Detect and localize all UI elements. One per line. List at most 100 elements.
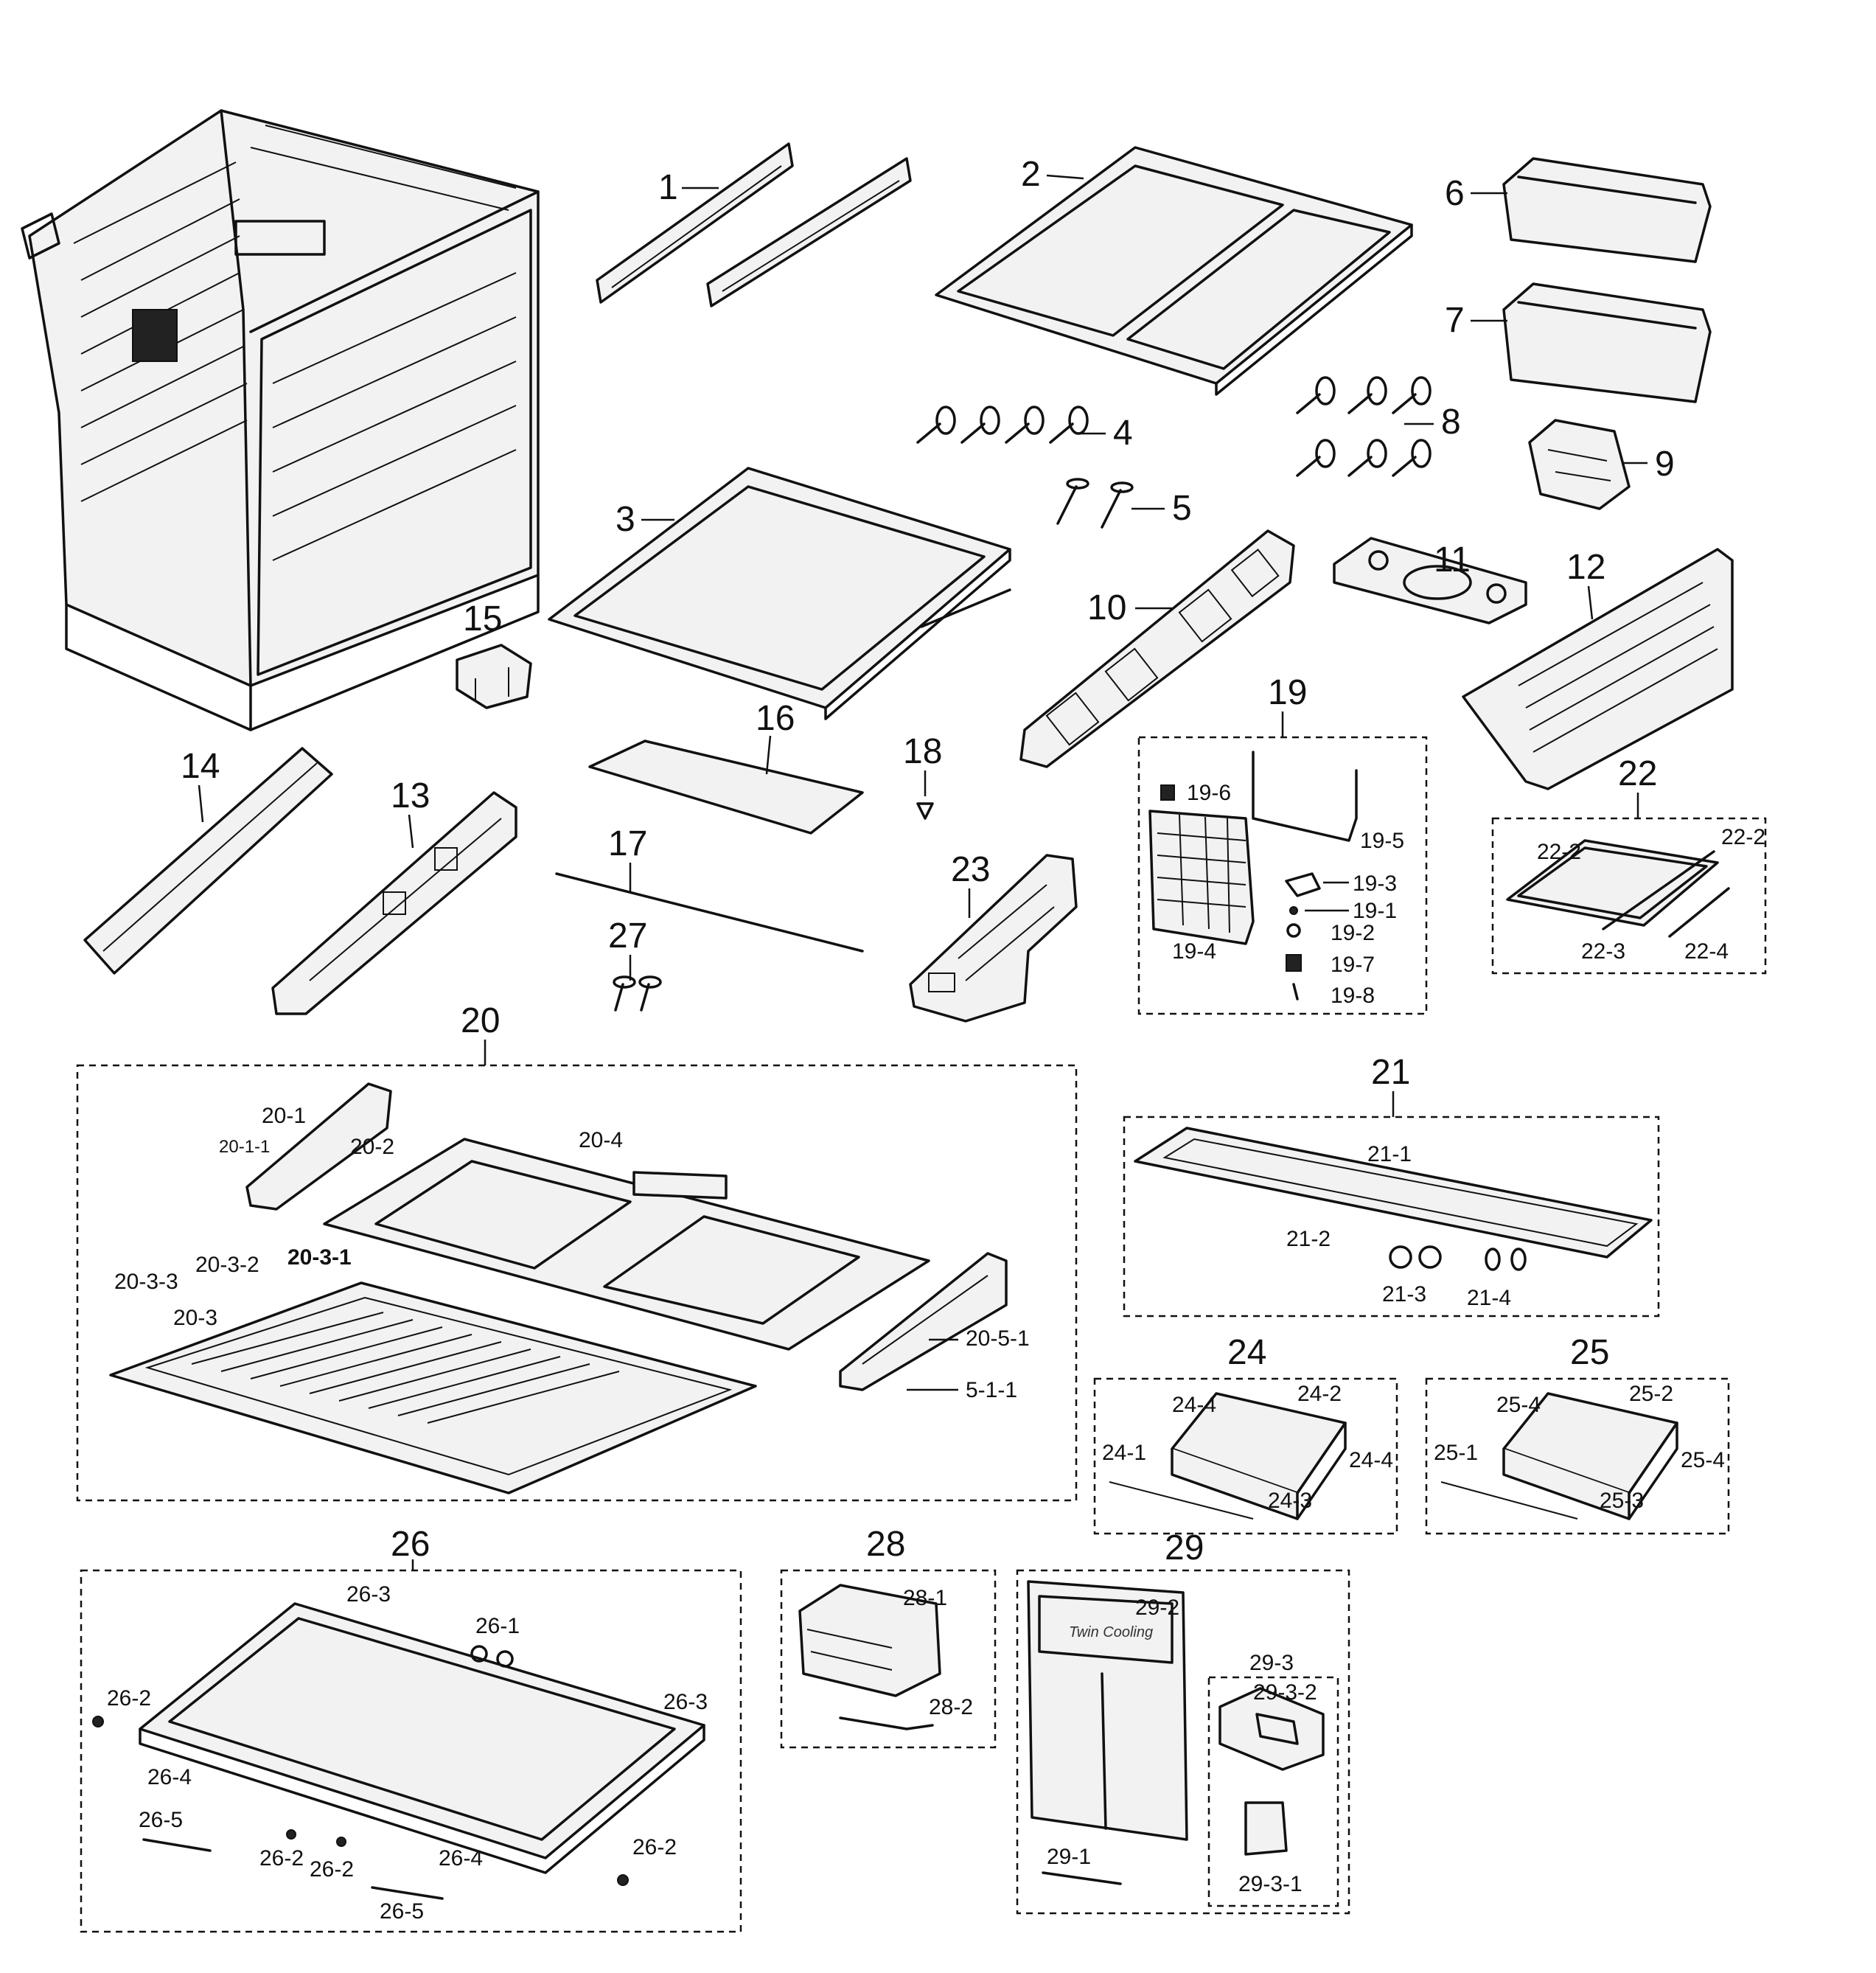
label-1: 1 (658, 168, 678, 207)
part-14-rail (83, 747, 333, 975)
label-20-5-1: 20-5-1 (966, 1326, 1030, 1351)
part-19-assembly (1148, 751, 1358, 1001)
cabinet-body (21, 109, 540, 731)
part-8-pins (1296, 376, 1432, 477)
label-25-4b: 25-4 (1681, 1448, 1725, 1472)
label-28: 28 (866, 1525, 905, 1564)
label-24-4a: 24-4 (1172, 1393, 1216, 1417)
label-19-3: 19-3 (1353, 871, 1397, 896)
label-26-5a: 26-5 (139, 1808, 183, 1832)
label-19: 19 (1268, 673, 1307, 712)
label-14: 14 (181, 747, 220, 786)
label-24-3: 24-3 (1268, 1489, 1312, 1513)
label-20: 20 (461, 1001, 500, 1040)
part-5-screws (1056, 478, 1134, 529)
label-24-2: 24-2 (1297, 1382, 1342, 1406)
label-26-4b: 26-4 (439, 1846, 483, 1871)
label-21-1: 21-1 (1367, 1142, 1412, 1166)
label-25-1: 25-1 (1434, 1441, 1478, 1465)
label-19-8: 19-8 (1331, 984, 1375, 1008)
label-11: 11 (1434, 540, 1471, 580)
label-22: 22 (1618, 754, 1657, 793)
label-27: 27 (608, 916, 647, 956)
label-26: 26 (391, 1525, 430, 1564)
label-29-3-1: 29-3-1 (1238, 1872, 1303, 1896)
part-23-module (909, 854, 1078, 1023)
label-20-2: 20-2 (350, 1135, 394, 1159)
label-29-3-2: 29-3-2 (1253, 1680, 1317, 1705)
part-20-assembly (109, 1082, 1008, 1494)
label-20-3: 20-3 (173, 1306, 217, 1330)
label-22-2b: 22-2 (1721, 825, 1765, 849)
part-25-drawer (1440, 1392, 1678, 1520)
label-29-1: 29-1 (1047, 1845, 1091, 1869)
part-1-rails (596, 142, 912, 307)
label-19-4: 19-4 (1172, 939, 1216, 964)
label-26-3b: 26-3 (663, 1690, 708, 1714)
label-24: 24 (1227, 1333, 1266, 1372)
part-12-panel (1462, 548, 1734, 790)
label-26-1: 26-1 (475, 1614, 520, 1638)
label-26-2d: 26-2 (632, 1835, 677, 1859)
label-15: 15 (463, 599, 502, 638)
part-2-shelf (935, 146, 1413, 396)
label-20-3-3: 20-3-3 (114, 1270, 178, 1294)
label-25-2: 25-2 (1629, 1382, 1673, 1406)
part-17-strip (555, 872, 864, 953)
part-6-bin (1502, 157, 1712, 263)
label-24-1: 24-1 (1102, 1441, 1146, 1465)
twin-cooling-logo: Twin Cooling (1069, 1624, 1153, 1640)
label-28-2: 28-2 (929, 1695, 973, 1719)
label-7: 7 (1445, 301, 1465, 340)
part-13-rail (271, 791, 517, 1015)
part-7-bin (1502, 282, 1712, 403)
label-8: 8 (1441, 403, 1461, 442)
label-26-4a: 26-4 (147, 1765, 192, 1789)
group-22-box (1491, 817, 1767, 975)
label-19-6: 19-6 (1187, 781, 1231, 805)
label-6: 6 (1445, 174, 1465, 213)
label-5-1-1: 5-1-1 (966, 1378, 1017, 1402)
group-28-box (780, 1569, 997, 1749)
group-26-box (80, 1569, 742, 1933)
label-26-2a: 26-2 (107, 1686, 151, 1711)
label-22-4: 22-4 (1684, 939, 1729, 964)
label-9: 9 (1655, 445, 1675, 484)
label-20-3-2: 20-3-2 (195, 1253, 259, 1277)
part-15-clip (456, 644, 532, 709)
label-21-2: 21-2 (1286, 1227, 1331, 1251)
label-19-5: 19-5 (1360, 829, 1404, 853)
label-3: 3 (616, 500, 635, 539)
label-25: 25 (1570, 1333, 1609, 1372)
label-20-3-1: 20-3-1 (287, 1245, 352, 1270)
part-4-pins (916, 406, 1089, 444)
part-21-assembly (1134, 1127, 1653, 1271)
label-22-3: 22-3 (1581, 939, 1625, 964)
label-28-1: 28-1 (903, 1586, 947, 1610)
label-20-1: 20-1 (262, 1104, 306, 1128)
label-16: 16 (756, 699, 795, 738)
label-29-3: 29-3 (1249, 1651, 1294, 1675)
part-3-shelf (548, 467, 1011, 720)
label-24-4b: 24-4 (1349, 1448, 1393, 1472)
label-21: 21 (1371, 1053, 1410, 1092)
label-23: 23 (951, 850, 990, 889)
label-25-3: 25-3 (1600, 1489, 1644, 1513)
label-17: 17 (608, 824, 647, 863)
part-22-assembly (1506, 839, 1730, 938)
group-25-box (1425, 1377, 1730, 1535)
part-16-cover (588, 740, 864, 835)
label-26-3a: 26-3 (346, 1582, 391, 1607)
label-19-2: 19-2 (1331, 921, 1375, 945)
label-20-1-1: 20-1-1 (219, 1137, 270, 1157)
part-18-clip (916, 802, 934, 820)
group-24-box (1093, 1377, 1398, 1535)
part-29-3-assembly (1218, 1687, 1325, 1856)
label-2: 2 (1021, 155, 1041, 194)
label-19-1: 19-1 (1353, 899, 1397, 923)
group-29-box (1016, 1569, 1350, 1915)
group-20-box (76, 1064, 1078, 1502)
label-25-4a: 25-4 (1496, 1393, 1541, 1417)
label-26-2c: 26-2 (310, 1857, 354, 1882)
